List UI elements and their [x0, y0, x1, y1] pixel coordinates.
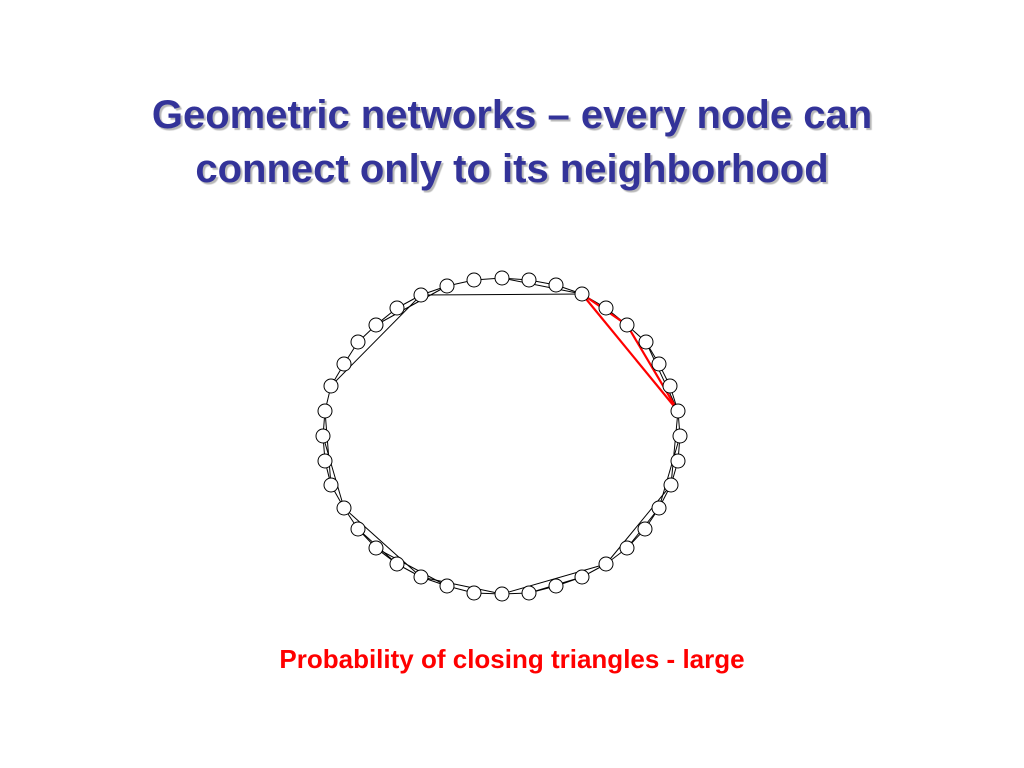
network-node [548, 277, 564, 293]
chord-edge [670, 410, 679, 486]
network-node [413, 287, 429, 303]
network-node [638, 334, 654, 350]
network-node [466, 272, 482, 288]
chord-edge [322, 435, 345, 509]
network-node [323, 477, 339, 493]
chord-edge [375, 285, 448, 326]
network-node [439, 578, 455, 594]
triangle-edge [626, 324, 679, 412]
network-node [336, 356, 352, 372]
chord-edge [343, 507, 422, 578]
network-node [389, 300, 405, 316]
chord-edge [645, 341, 679, 412]
network-node [663, 477, 679, 493]
chord-edge [324, 410, 332, 486]
network-node [389, 556, 405, 572]
slide-title: Geometric networks – every node can conn… [0, 88, 1024, 196]
network-nodes [315, 270, 688, 602]
network-node [317, 453, 333, 469]
chord-edge [658, 435, 681, 509]
network-node [494, 270, 510, 286]
network-node [521, 272, 537, 288]
network-node [323, 378, 339, 394]
network-node [494, 586, 510, 602]
chord-edge [420, 576, 503, 595]
network-node [670, 453, 686, 469]
highlighted-triangle [581, 293, 679, 412]
network-node [670, 403, 686, 419]
title-line-2: connect only to its neighborhood [195, 147, 829, 191]
chord-edge [330, 294, 422, 387]
network-node [619, 540, 635, 556]
network-node [598, 556, 614, 572]
network-node [466, 585, 482, 601]
title-line-1: Geometric networks – every node can [151, 93, 873, 137]
network-node [548, 578, 564, 594]
network-node [651, 356, 667, 372]
network-node [439, 278, 455, 294]
network-node [336, 500, 352, 516]
slide-caption: Probability of closing triangles - large [279, 644, 745, 674]
network-node [574, 569, 590, 585]
triangle-edge [581, 293, 679, 412]
network-node [619, 317, 635, 333]
network-node [368, 540, 384, 556]
network-node [574, 286, 590, 302]
chord-edge [605, 484, 672, 565]
network-node [368, 317, 384, 333]
network-node [350, 521, 366, 537]
network-node [672, 428, 688, 444]
network-node [637, 521, 653, 537]
network-node [521, 585, 537, 601]
network-node [651, 500, 667, 516]
network-node [662, 378, 678, 394]
chord-edge [501, 277, 583, 295]
network-node [598, 300, 614, 316]
network-node [413, 569, 429, 585]
chord-edge [420, 293, 583, 296]
chord-edge [375, 547, 448, 587]
network-node [317, 403, 333, 419]
network-node [315, 428, 331, 444]
network-node [350, 334, 366, 350]
